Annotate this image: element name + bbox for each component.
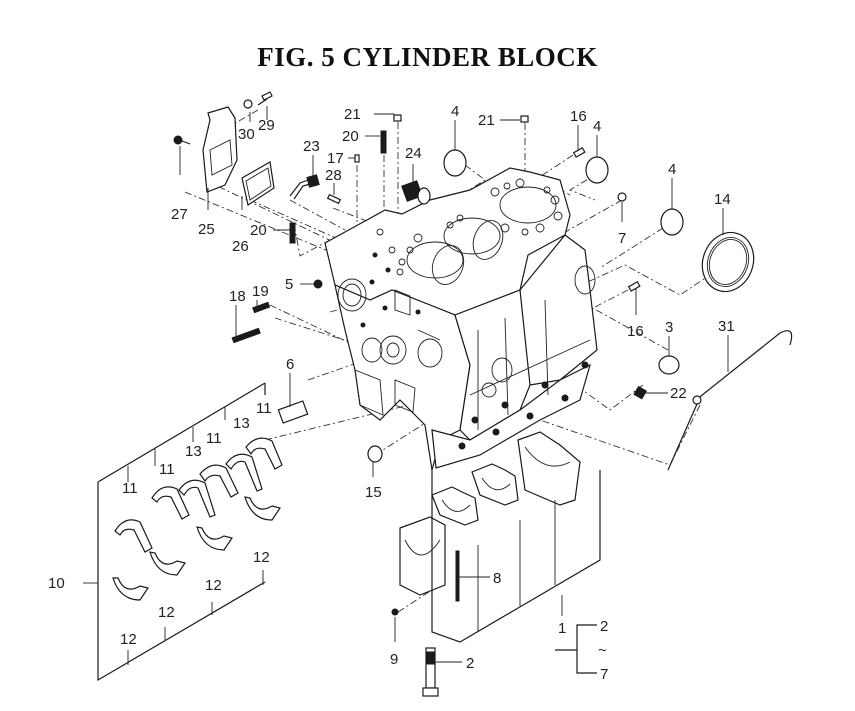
callout-6: 6 — [286, 356, 294, 373]
part-9-ball — [391, 608, 399, 616]
part-20-stud-upper — [380, 130, 387, 154]
part-16-pin-a — [572, 146, 586, 158]
group-frames — [97, 382, 601, 682]
part-18-stud — [231, 327, 261, 344]
part-6-bushing — [277, 400, 309, 424]
part-30-nut — [243, 99, 253, 109]
parts — [112, 91, 793, 697]
callout-21-left: 21 — [344, 106, 361, 123]
callout-leaders — [83, 106, 729, 663]
callout-15: 15 — [365, 484, 382, 501]
callout-12-c: 12 — [205, 577, 222, 594]
cylinder-block — [324, 167, 598, 471]
callout-31: 31 — [718, 318, 735, 335]
callout-16-upper: 16 — [570, 108, 587, 125]
callout-range-tilde: ~ — [598, 642, 607, 659]
callout-16-lower: 16 — [627, 323, 644, 340]
callout-23: 23 — [303, 138, 320, 155]
callout-2-range-start: 2 — [600, 618, 608, 635]
callout-14: 14 — [714, 191, 731, 208]
callout-2-bolt: 2 — [466, 655, 474, 672]
callout-3: 3 — [665, 319, 673, 336]
part-25-cover-plate — [202, 106, 238, 193]
part-26-gasket — [241, 161, 275, 206]
part-29-bolt — [257, 91, 273, 106]
callout-27: 27 — [171, 206, 188, 223]
callout-5: 5 — [285, 276, 293, 293]
part-4-plug-c — [660, 208, 684, 236]
callout-26: 26 — [232, 238, 249, 255]
callout-13-b: 13 — [233, 415, 250, 432]
part-14-oil-seal — [701, 231, 755, 293]
part-2-bolt — [422, 647, 439, 697]
callout-11-a: 11 — [122, 480, 138, 497]
callout-4-right: 4 — [668, 161, 676, 178]
part-23-elbow — [289, 174, 320, 200]
part-28-pin — [326, 193, 342, 205]
part-15-sleeve — [367, 445, 383, 463]
callout-24: 24 — [405, 145, 422, 162]
callout-8: 8 — [493, 570, 501, 587]
figure-title: FIG. 5 CYLINDER BLOCK — [257, 42, 598, 72]
part-17-pin — [354, 154, 360, 163]
callout-21-right: 21 — [478, 112, 495, 129]
part-31-dipstick — [667, 330, 793, 471]
callout-10: 10 — [48, 575, 65, 592]
bearing-caps — [399, 431, 581, 596]
part-4-plug-a — [443, 149, 467, 177]
callout-20-upper: 20 — [342, 128, 359, 145]
callout-4-middle: 4 — [593, 118, 601, 135]
part-8-rod — [455, 550, 460, 602]
part-24-filter — [401, 180, 431, 205]
part-7-dowel — [617, 192, 627, 202]
callout-12-b: 12 — [158, 604, 175, 621]
callout-13-a: 13 — [185, 443, 202, 460]
callout-7-dowel: 7 — [618, 230, 626, 247]
part-20-stud-lower — [289, 222, 296, 244]
bearing-shells — [112, 437, 283, 601]
callout-9: 9 — [390, 651, 398, 668]
callout-12-a: 12 — [120, 631, 137, 648]
callout-11-b: 11 — [159, 461, 175, 478]
part-19-stud — [252, 301, 271, 314]
part-3-bushing — [658, 355, 680, 375]
part-5-plug — [313, 279, 323, 289]
part-4-plug-b — [585, 156, 609, 184]
callout-labels: 29 30 27 25 26 23 28 17 20 20 21 21 24 4… — [48, 103, 735, 683]
callout-11-d: 11 — [256, 400, 272, 417]
callout-22: 22 — [670, 385, 687, 402]
part-21-plug-a — [393, 114, 402, 122]
callout-12-d: 12 — [253, 549, 270, 566]
callout-19: 19 — [252, 283, 269, 300]
part-22-drain-plug — [633, 385, 648, 400]
callout-29: 29 — [258, 117, 275, 134]
callout-1: 1 — [558, 620, 566, 637]
callout-30: 30 — [238, 126, 255, 143]
callout-7-range-end: 7 — [600, 666, 608, 683]
callout-11-c: 11 — [206, 430, 222, 447]
callout-17: 17 — [327, 150, 344, 167]
callout-18: 18 — [229, 288, 246, 305]
part-21-plug-b — [520, 115, 529, 123]
callout-4-left: 4 — [451, 103, 459, 120]
callout-25: 25 — [198, 221, 215, 238]
callout-20-lower: 20 — [250, 222, 267, 239]
callout-28: 28 — [325, 167, 342, 184]
part-27-bolt — [173, 135, 191, 145]
part-16-pin-b — [627, 280, 641, 292]
